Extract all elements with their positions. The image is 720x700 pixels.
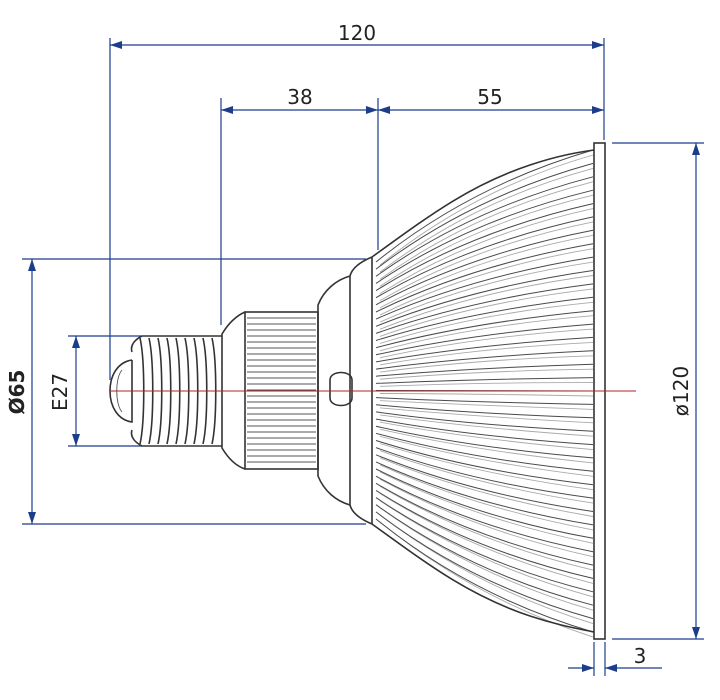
reflector-fin-shadow xyxy=(379,493,594,584)
reflector-outline xyxy=(371,149,595,258)
reflector-fin xyxy=(375,454,594,512)
reflector-fin xyxy=(375,447,594,499)
reflector-fin xyxy=(375,203,594,292)
reflector-fin-shadow xyxy=(379,221,594,302)
reflector-fin-shadow xyxy=(379,407,594,424)
reflector-fin-shadow xyxy=(379,301,594,344)
reflector-fin xyxy=(375,511,594,620)
dimension-reflector-length: 55 xyxy=(378,85,604,114)
reflector-fin-shadow xyxy=(379,400,594,410)
reflector-fin-shadow xyxy=(379,248,594,316)
reflector-fin-shadow xyxy=(379,514,594,625)
reflector-fin-shadow xyxy=(379,167,594,273)
reflector-fin-shadow xyxy=(379,421,594,451)
reflector-fin xyxy=(375,363,594,377)
neck-ribs xyxy=(247,317,316,463)
reflector-fin-shadow xyxy=(379,485,594,571)
reflector-fin-shadow xyxy=(379,368,594,380)
reflector-fin-shadow xyxy=(379,288,594,337)
reflector-fins xyxy=(375,149,594,638)
reflector-fin-shadow xyxy=(379,328,594,359)
reflector-fin-shadow xyxy=(379,435,594,477)
reflector-fin xyxy=(375,256,594,320)
dimension-neck-length: 38 xyxy=(220,85,379,325)
reflector-fin-shadow xyxy=(379,450,594,504)
reflector-fin-shadow xyxy=(379,194,594,287)
reflector-fin-shadow xyxy=(379,393,594,397)
reflector-fin-shadow xyxy=(379,382,594,387)
reflector-fin xyxy=(375,336,594,363)
reflector-fin-shadow xyxy=(379,428,594,464)
reflector-fin xyxy=(375,310,594,349)
reflector-fin xyxy=(375,497,594,593)
reflector-fin-shadow xyxy=(379,208,594,294)
dimension-body-diameter: Ø65 xyxy=(5,258,366,525)
reflector-fin-shadow xyxy=(379,507,594,611)
reflector-fin xyxy=(375,418,594,446)
reflector-fin-shadow xyxy=(379,261,594,323)
reflector-fin xyxy=(375,468,594,539)
reflector-fin xyxy=(375,149,594,263)
dimension-rim-thickness: 3 xyxy=(568,642,662,676)
dimension-overall-length: 120 xyxy=(109,21,605,380)
reflector-fin xyxy=(375,461,594,526)
reflector-fin xyxy=(375,504,594,606)
reflector-fin-shadow xyxy=(379,154,594,266)
reflector-fin xyxy=(375,377,594,384)
reflector-fin-shadow xyxy=(379,478,594,558)
reflector-length-label: 55 xyxy=(477,85,502,109)
reflector-fin-shadow xyxy=(379,414,594,437)
base-thread-label: E27 xyxy=(48,373,72,411)
reflector-fin-shadow xyxy=(379,181,594,280)
reflector-fin xyxy=(375,176,594,277)
reflector-fin xyxy=(375,482,594,566)
lamp-body xyxy=(109,142,606,640)
reflector-fin-shadow xyxy=(379,234,594,309)
reflector-fin-shadow xyxy=(379,500,594,598)
reflector-fin xyxy=(375,397,594,405)
reflector-fin-shadow xyxy=(379,341,594,366)
reflector-fin-shadow xyxy=(379,521,594,638)
reflector-fin xyxy=(375,425,594,459)
reflector-fin xyxy=(375,216,594,299)
overall-length-label: 120 xyxy=(338,21,376,45)
reflector-fin xyxy=(375,323,594,356)
dimension-face-diameter: ø120 xyxy=(612,142,704,640)
reflector-fin-shadow xyxy=(379,275,594,330)
reflector-fin-shadow xyxy=(379,315,594,352)
reflector-fin xyxy=(375,270,594,327)
reflector-fin xyxy=(375,475,594,553)
reflector-fin xyxy=(375,189,594,284)
reflector-fin xyxy=(375,404,594,419)
face-diameter-label: ø120 xyxy=(669,366,693,416)
reflector-fin xyxy=(375,283,594,334)
neck-length-label: 38 xyxy=(287,85,312,109)
reflector-fin-shadow xyxy=(379,457,594,517)
reflector-outline-bottom xyxy=(371,523,595,633)
reflector-fin xyxy=(375,243,594,313)
rim-thickness-label: 3 xyxy=(634,644,647,668)
reflector-fin-shadow xyxy=(379,443,594,491)
reflector-fin xyxy=(375,229,594,306)
reflector-fin xyxy=(375,432,594,472)
reflector-fin xyxy=(375,296,594,341)
reflector-fin xyxy=(375,440,594,486)
reflector-fin xyxy=(375,350,594,370)
dimension-base-thread: E27 xyxy=(48,335,142,447)
reflector-fin xyxy=(375,411,594,432)
reflector-fin xyxy=(375,162,594,270)
reflector-fin xyxy=(375,489,594,579)
body-diameter-label: Ø65 xyxy=(5,370,29,415)
reflector-fin-shadow xyxy=(379,355,594,373)
body-slot xyxy=(329,371,353,407)
reflector-fin-shadow xyxy=(379,471,594,544)
reflector-fin-shadow xyxy=(379,464,594,531)
